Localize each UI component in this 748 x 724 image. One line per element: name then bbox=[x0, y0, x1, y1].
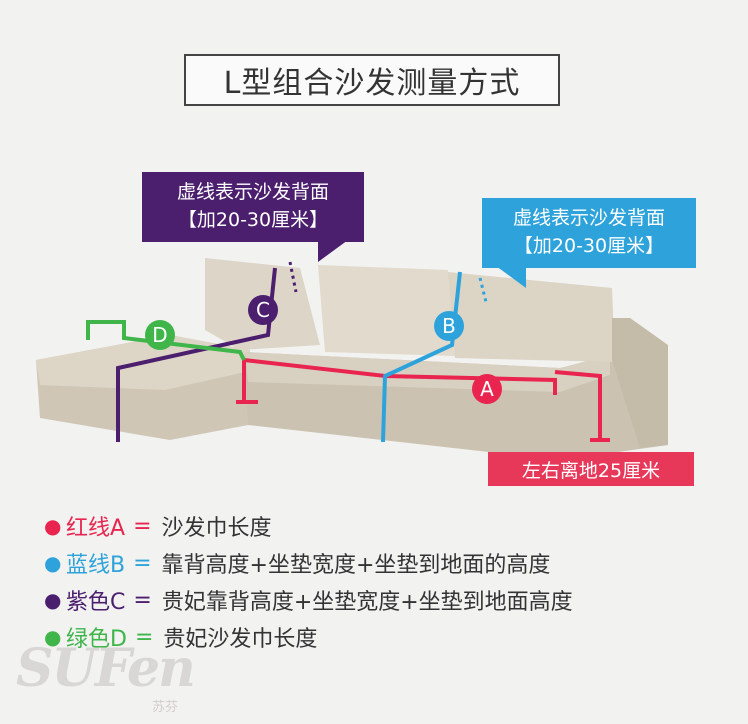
legend-desc: 贵妃沙发巾长度 bbox=[163, 627, 318, 652]
purple-callout-line1: 虚线表示沙发背面 bbox=[176, 181, 329, 203]
blue-line-b bbox=[381, 271, 462, 443]
legend-desc: 沙发巾长度 bbox=[161, 516, 272, 541]
marker-d-label: D bbox=[152, 323, 167, 347]
blue-callout-tail bbox=[496, 266, 526, 288]
brand-watermark: SUFen bbox=[16, 638, 196, 699]
blue-bullet-icon: ● bbox=[44, 551, 62, 575]
legend-row-blue: ● 蓝线B = 靠背高度+坐垫宽度+坐垫到地面的高度 bbox=[44, 545, 573, 581]
legend-row-purple: ● 紫色C = 贵妃靠背高度+坐垫宽度+坐垫到地面高度 bbox=[44, 582, 573, 618]
legend-equals: = bbox=[133, 587, 152, 613]
purple-bullet-icon: ● bbox=[44, 588, 62, 612]
green-bullet-icon: ● bbox=[44, 625, 62, 649]
page-title: L型组合沙发测量方式 bbox=[184, 54, 560, 106]
blue-callout-line1: 虚线表示沙发背面 bbox=[512, 207, 665, 229]
legend-key: 绿色D bbox=[66, 627, 127, 652]
right-arm bbox=[612, 318, 668, 448]
back-cushion-right bbox=[448, 272, 615, 362]
marker-c: C bbox=[248, 295, 278, 325]
blue-callout: 虚线表示沙发背面 【加20-30厘米】 bbox=[482, 198, 696, 268]
brand-watermark-sub: 苏芬 bbox=[152, 700, 179, 715]
legend: ● 红线A = 沙发巾长度 ● 蓝线B = 靠背高度+坐垫宽度+坐垫到地面的高度… bbox=[44, 508, 573, 656]
blue-callout-line2: 【加20-30厘米】 bbox=[513, 235, 665, 257]
ground-clearance-label: 左右离地25厘米 bbox=[488, 452, 694, 486]
red-bullet-icon: ● bbox=[44, 514, 62, 538]
purple-callout-line2: 【加20-30厘米】 bbox=[177, 209, 329, 231]
marker-a: A bbox=[472, 374, 502, 404]
green-line-d bbox=[86, 320, 246, 361]
marker-a-label: A bbox=[480, 377, 494, 401]
legend-desc: 靠背高度+坐垫宽度+坐垫到地面的高度 bbox=[161, 553, 551, 578]
purple-dotted-back bbox=[288, 261, 298, 293]
legend-desc: 贵妃靠背高度+坐垫宽度+坐垫到地面高度 bbox=[161, 590, 573, 615]
back-cushion-mid bbox=[318, 265, 455, 356]
sofa-illustration bbox=[36, 258, 668, 460]
legend-key: 红线A bbox=[66, 516, 126, 541]
marker-c-label: C bbox=[256, 298, 270, 322]
legend-key: 紫色C bbox=[66, 590, 126, 615]
purple-callout: 虚线表示沙发背面 【加20-30厘米】 bbox=[142, 172, 364, 242]
marker-b-label: B bbox=[442, 314, 456, 338]
legend-equals: = bbox=[133, 550, 152, 576]
legend-row-green: ● 绿色D = 贵妃沙发巾长度 bbox=[44, 619, 573, 655]
marker-b: B bbox=[434, 311, 464, 341]
sofa-seat bbox=[245, 352, 610, 392]
legend-row-red: ● 红线A = 沙发巾长度 bbox=[44, 508, 573, 544]
purple-callout-tail bbox=[318, 240, 348, 262]
legend-equals: = bbox=[133, 513, 152, 539]
marker-d: D bbox=[145, 320, 175, 350]
legend-equals: = bbox=[134, 624, 154, 650]
legend-key: 蓝线B bbox=[66, 553, 126, 578]
